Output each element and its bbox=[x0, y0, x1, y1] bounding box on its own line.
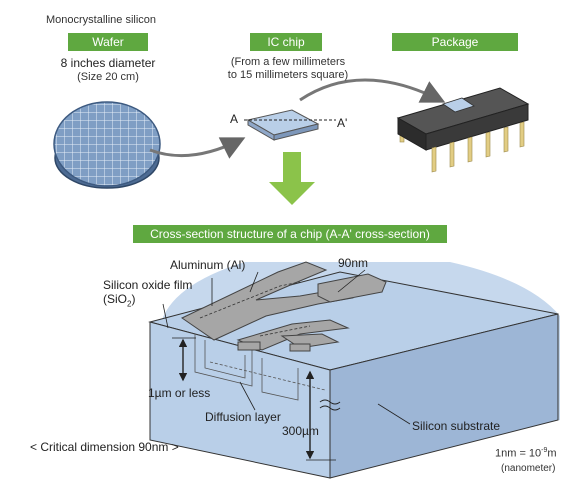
package-illustration bbox=[396, 87, 530, 173]
material-label: Monocrystalline silicon bbox=[46, 14, 157, 26]
package-badge: Package bbox=[392, 33, 518, 51]
line-width-label: 90nm bbox=[338, 256, 369, 270]
critical-dimension-label: < Critical dimension 90nm > bbox=[30, 440, 179, 454]
cross-section-block bbox=[148, 261, 560, 479]
marker-a-prime: A' bbox=[337, 116, 348, 130]
wafer-size-line1: 8 inches diameter bbox=[60, 56, 156, 70]
package-pins-front bbox=[431, 121, 525, 173]
ic-chip-badge: IC chip bbox=[250, 33, 322, 51]
unit-note-sub: (nanometer) bbox=[501, 463, 556, 474]
arrow-chip-to-package bbox=[299, 78, 446, 103]
depth-300um-label: 300µm bbox=[282, 424, 319, 438]
oxide-label-line1: Silicon oxide film bbox=[103, 278, 193, 292]
ic-chip-illustration bbox=[244, 109, 336, 141]
ic-chip-size-line2: to 15 millimeters square) bbox=[227, 69, 349, 81]
aluminum-label: Aluminum (Al) bbox=[170, 258, 246, 272]
depth-1um-label: 1µm or less bbox=[148, 386, 211, 400]
marker-a: A bbox=[230, 112, 239, 126]
substrate-label: Silicon substrate bbox=[412, 419, 501, 433]
wafer-illustration bbox=[53, 101, 161, 189]
aluminum-wiring bbox=[181, 261, 387, 352]
arrow-wafer-to-chip bbox=[149, 137, 246, 159]
wafer-badge: Wafer bbox=[68, 33, 148, 51]
cross-section-title: Cross-section structure of a chip (A-A' … bbox=[133, 225, 447, 243]
ic-chip-size-line1: (From a few millimeters bbox=[230, 56, 346, 68]
wafer-size-line2: (Size 20 cm) bbox=[77, 71, 139, 83]
break-mark bbox=[319, 399, 341, 411]
down-arrow bbox=[269, 152, 315, 205]
oxide-label-line2: (SiO2) bbox=[103, 292, 136, 309]
diffusion-label: Diffusion layer bbox=[205, 410, 281, 424]
unit-note: 1nm = 10-9m bbox=[495, 447, 557, 460]
